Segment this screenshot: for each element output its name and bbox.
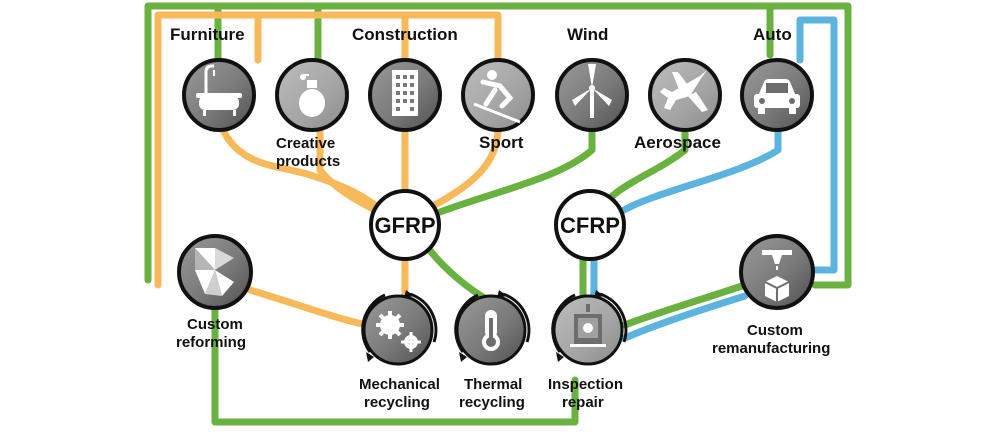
sector-label: Aerospace [634,133,721,152]
hub-label: CFRP [560,213,620,238]
3d-printer-icon [762,250,792,302]
green-bottom-loop [211,306,579,426]
green-wind-gfrp [436,124,596,216]
process-custom-remanufacturing[interactable]: Custom remanufacturing [712,234,830,357]
orange-sport-gfrp [431,124,502,209]
green-loop-top [144,2,852,289]
process-label-line2: recycling [459,394,525,411]
wind-turbine-icon [572,64,612,118]
sector-wind[interactable]: Wind [555,25,629,132]
inspection-panel-icon [570,304,606,347]
blue-auto-right-loop [796,16,838,274]
sector-aerospace[interactable]: Aerospace [634,58,722,152]
flow-paths [144,2,852,426]
sector-label: Auto [753,25,792,44]
hub-cfrp[interactable]: CFRP [554,189,626,261]
sector-label: Furniture [170,25,245,44]
hub-gfrp[interactable]: GFRP [369,189,441,261]
process-mechanical-recycling[interactable]: Mechanical recycling [359,290,440,411]
material-hubs: GFRP CFRP [369,189,626,261]
sector-furniture[interactable]: Furniture [170,25,256,132]
process-label-line1: Inspection [548,376,623,393]
jet-icon [660,70,708,112]
sector-label: Wind [567,25,608,44]
process-label-line2: reforming [176,334,246,351]
process-thermal-recycling[interactable]: Thermal recycling [454,290,531,411]
process-row: Custom reforming [176,234,830,411]
sector-sport[interactable]: Sport [461,58,535,152]
process-label-line1: Custom [747,322,803,339]
perfume-bottle-icon [299,74,325,117]
sector-auto[interactable]: Auto [740,25,814,132]
process-label-line2: remanufacturing [712,340,830,357]
sector-label-line1: Creative [276,135,335,152]
gears-icon [376,311,421,352]
sector-row: Furniture Creative products [170,25,814,170]
orange-reforming-mechanical [246,286,372,329]
sector-creative-products[interactable]: Creative products [275,58,349,170]
sector-label: Construction [352,25,458,44]
process-custom-reforming[interactable]: Custom reforming [176,234,253,351]
skier-icon [473,70,521,124]
blue-remanu-inspection [621,292,749,342]
process-label-line1: Thermal [464,376,522,393]
green-remanu-inspection [621,281,749,329]
building-icon [392,70,418,116]
orange-top-bar [154,11,502,289]
process-label-line2: recycling [364,394,430,411]
thermometer-icon [482,310,500,351]
blue-auto-cfrp [620,124,782,214]
bathtub-icon [196,64,242,116]
hub-label: GFRP [374,213,435,238]
car-icon [754,79,800,114]
origami-icon [195,248,234,296]
sector-label: Sport [479,133,524,152]
process-label-line2: repair [562,394,604,411]
process-inspection-repair[interactable]: Inspection repair [548,290,628,411]
green-gfrp-thermal [424,244,492,304]
process-label-line1: Mechanical [359,376,440,393]
sector-label-line2: products [276,153,340,170]
process-label-line1: Custom [187,316,243,333]
sector-construction[interactable]: Construction [352,25,458,132]
green-aero-cfrp [606,124,689,202]
